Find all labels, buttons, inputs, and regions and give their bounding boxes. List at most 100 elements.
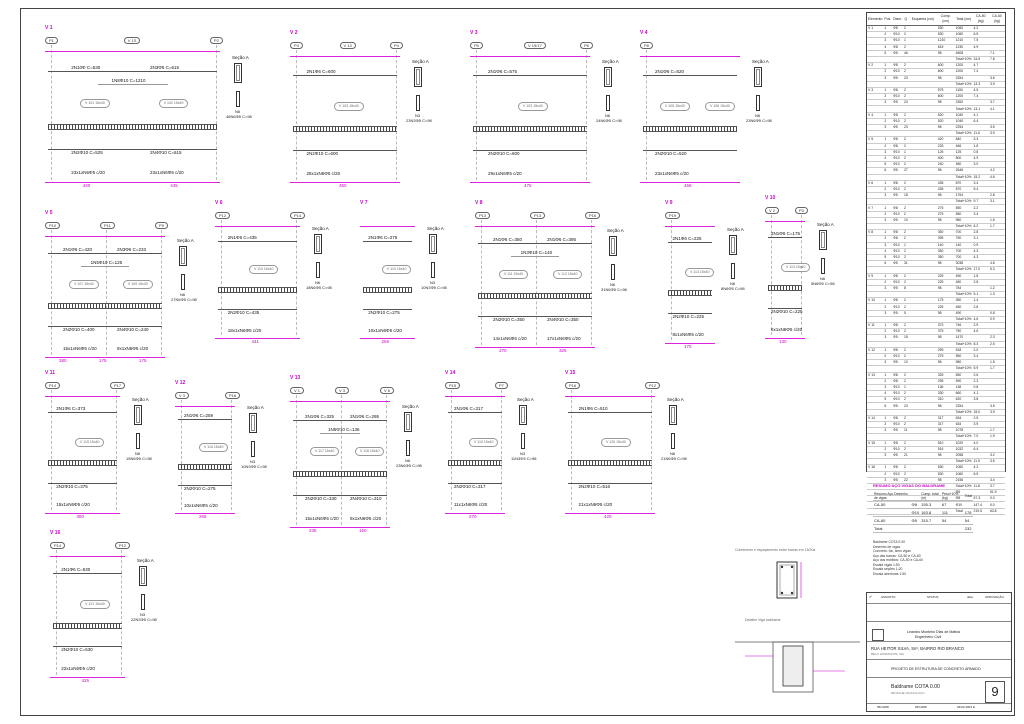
pillar-axis: [231, 400, 232, 510]
steel-table-cell: 1.5: [988, 217, 1005, 225]
detail-beam-svg: [735, 641, 860, 693]
steel-table-cell: [988, 44, 1005, 51]
steel-table-cell: 2254: [954, 402, 973, 410]
section-title: Seção A: [667, 397, 684, 402]
beam-bottom-edge: [478, 298, 592, 299]
steel-table-cell: 125: [954, 149, 973, 156]
steel-table-cell: 550: [954, 204, 973, 212]
steel-table-cell: 2352: [954, 99, 973, 107]
steel-table-cell: Φ5: [892, 124, 903, 132]
steel-table-cell: 0.9: [988, 316, 1005, 324]
beam-title: V 9: [665, 200, 673, 206]
span-dimension: 175: [139, 358, 147, 364]
top-bar-line: [53, 573, 122, 575]
section-box: [314, 234, 322, 255]
steel-table-cell: [902, 316, 909, 324]
steel-table-cell: [867, 167, 884, 175]
steel-table-cell: 0.0: [988, 495, 1005, 503]
steel-table-cell: 98: [936, 427, 955, 435]
steel-table-cell: Φ8: [892, 372, 903, 379]
steel-table-cell: 147.4: [972, 501, 989, 509]
steel-table-cell: [908, 56, 937, 64]
steel-table-cell: 18: [902, 192, 909, 200]
steel-table-cell: [972, 260, 989, 268]
support-callout: V 115 15x40: [75, 437, 105, 447]
negative-bar-line: [320, 432, 360, 434]
steel-table-cell: Φ10: [892, 68, 903, 76]
steel-table-cell: 2: [902, 390, 909, 398]
pillar-label: V 2: [765, 207, 780, 214]
top-dim-line: [45, 51, 220, 52]
steel-table-cell: 175: [936, 297, 955, 305]
steel-table-cell: [908, 402, 937, 410]
company-name: Leandro Monteiro Dias de Mattos: [907, 630, 961, 634]
steel-table-cell: [867, 174, 884, 181]
steel-table-cell: [908, 415, 937, 423]
steel-table-cell: 3.4: [988, 477, 1005, 484]
steel-table-cell: [908, 477, 937, 484]
steel-table-cell: [988, 396, 1005, 404]
steel-table-cell: [988, 229, 1005, 237]
summary-header-cell: Comp. total (m): [920, 492, 941, 501]
steel-table-cell: 2: [883, 211, 893, 218]
steel-table-cell: 1060: [954, 471, 973, 478]
steel-table-cell: Φ8: [892, 235, 903, 243]
project-name: PROJETO DE ESTRUTURA DE CONCRETO ARMADO: [891, 667, 981, 671]
steel-table-cell: [867, 458, 884, 466]
steel-table-cell: [867, 365, 884, 373]
steel-table-cell: 3: [883, 192, 893, 200]
steel-table-cell: [883, 56, 893, 64]
steel-table-cell: [902, 291, 909, 299]
steel-table-cell: 466: [954, 143, 973, 150]
steel-table-cell: [908, 396, 937, 404]
steel-table-cell: [908, 390, 937, 398]
pillar-label: P4: [390, 42, 403, 49]
detail-cover-svg: [776, 561, 802, 599]
trench: [772, 641, 814, 693]
steel-table-cell: [867, 421, 884, 429]
span-dimension: 265: [199, 514, 207, 519]
support-callout: V 101 15x40: [80, 99, 110, 109]
steel-table-cell: [892, 81, 903, 88]
steel-table-cell: 4: [883, 155, 893, 163]
stirrup-label-2: 9x1xN6Φ5 c/20: [350, 515, 382, 521]
section-stirrup-spec: 18N6Φ5 C=98: [306, 285, 332, 291]
steel-table-cell: 620: [954, 396, 973, 404]
section-bar-mark: N6: [730, 281, 736, 286]
bottom-bar-line: [478, 316, 592, 318]
pillar-label: P6: [580, 42, 593, 49]
pillar-label: P4: [290, 42, 303, 49]
steel-table-cell: 420: [936, 136, 955, 144]
revision-header-cell: nº: [869, 595, 872, 599]
steel-table-cell: 2058: [954, 452, 973, 460]
steel-table-cell: 700: [954, 248, 973, 255]
steel-table-cell: 516: [936, 446, 955, 453]
section-bar-mark: N6: [315, 280, 321, 286]
steel-table-cell: 520: [936, 112, 955, 119]
steel-table-cell: 800: [954, 155, 973, 163]
steel-table-cell: 98: [936, 285, 955, 293]
steel-table-cell: 3.7: [988, 483, 1005, 491]
steel-table-cell: Φ5: [892, 99, 903, 107]
steel-table-cell: [988, 440, 1005, 447]
steel-table-cell: [867, 99, 884, 107]
steel-table-cell: Φ8: [892, 62, 903, 70]
steel-table-cell: [936, 266, 955, 274]
detail-bar-3: [780, 591, 784, 595]
steel-table-cell: [972, 334, 989, 342]
steel-table-cell: 4508: [954, 50, 973, 57]
beam-title: V 3: [470, 30, 478, 36]
steel-table-cell: V 8: [867, 229, 884, 237]
stirrup-label: 21x1xN6Φ5 c/20: [578, 502, 613, 507]
top-bar-label: 2N1Φ6 C=373: [56, 406, 86, 411]
section-title: Seção A: [817, 222, 834, 227]
